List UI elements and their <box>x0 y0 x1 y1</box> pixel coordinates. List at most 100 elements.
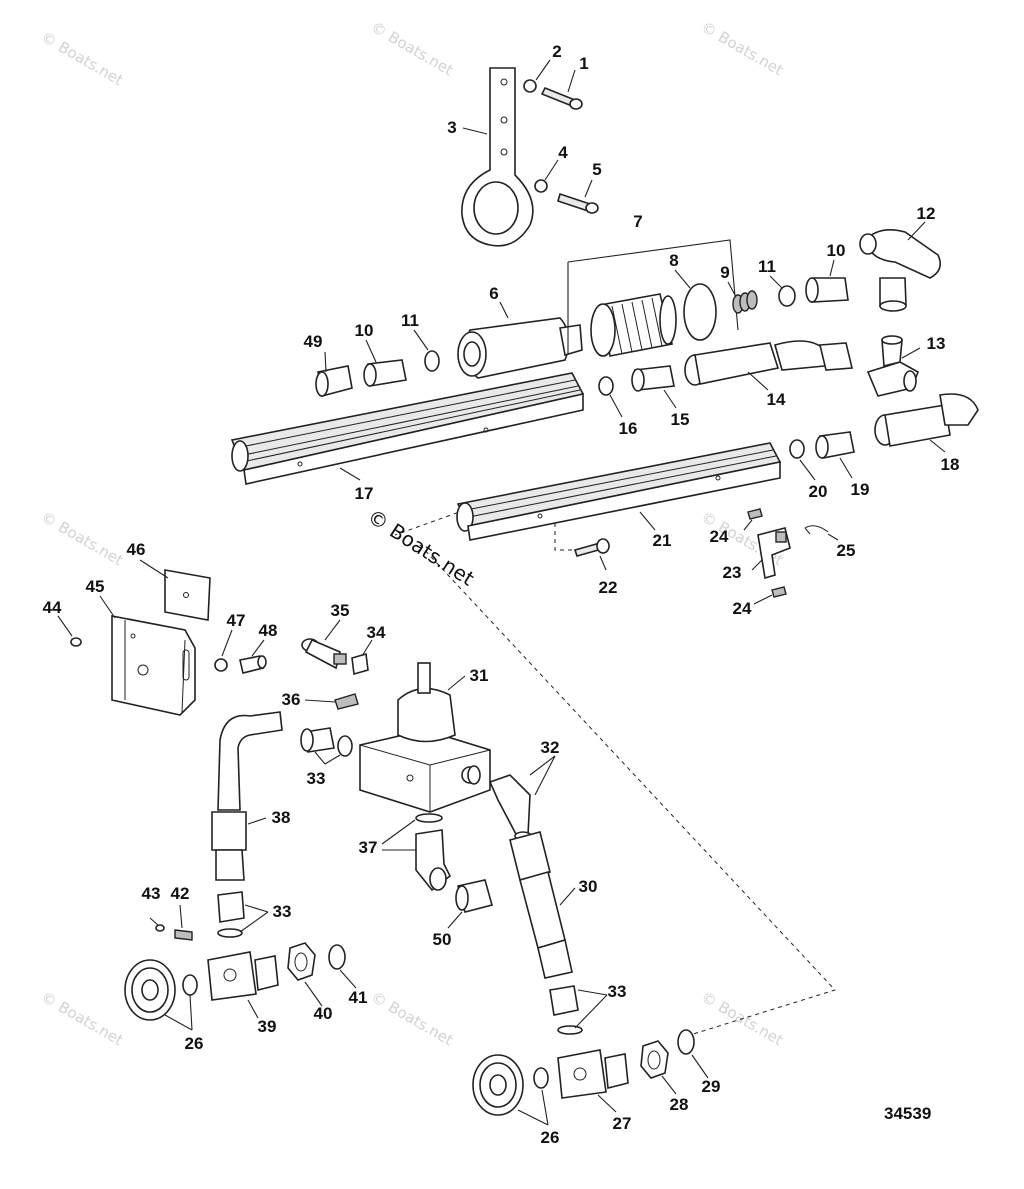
watermark: © Boats.net <box>368 988 456 1049</box>
bolt-part-22 <box>573 538 610 557</box>
washer-part-4 <box>534 179 548 193</box>
callout-1: 1 <box>579 54 588 73</box>
watermark: © Boats.net <box>38 508 126 569</box>
callout-23: 23 <box>723 563 742 582</box>
bolt-part-5 <box>557 192 599 214</box>
callout-11-upper: 11 <box>758 257 776 276</box>
callout-4: 4 <box>558 143 568 162</box>
callout-47: 47 <box>227 611 246 630</box>
callout-39: 39 <box>258 1017 277 1036</box>
fuel-line-part-14 <box>684 340 853 386</box>
plate-part-46 <box>164 569 211 621</box>
fitting-part-10-upper <box>805 277 849 303</box>
fitting-part-33-right <box>549 985 583 1035</box>
fitting-part-34 <box>351 652 369 676</box>
elbow-fitting-part-32 <box>467 765 532 841</box>
callout-33-right: 33 <box>608 982 627 1001</box>
watermark: © Boats.net <box>38 988 126 1049</box>
nut-part-44 <box>70 637 82 647</box>
callout-29: 29 <box>702 1077 721 1096</box>
callout-50: 50 <box>433 930 452 949</box>
callout-3: 3 <box>447 118 456 137</box>
plug-part-43 <box>155 924 165 932</box>
tee-block-part-27 <box>557 1049 629 1099</box>
nut-part-28 <box>640 1040 669 1079</box>
tee-block-part-39 <box>207 951 279 1001</box>
fitting-part-33-left <box>217 891 245 938</box>
o-ring-part-8 <box>683 283 717 341</box>
elbow-fitting-part-37 <box>415 813 452 892</box>
callout-32: 32 <box>541 738 560 757</box>
callout-28: 28 <box>670 1095 689 1114</box>
fitting-part-36 <box>334 693 359 710</box>
callout-49: 49 <box>304 332 323 351</box>
callout-26-left: 26 <box>185 1034 204 1053</box>
fuel-tube-part-30 <box>509 831 573 979</box>
callout-40: 40 <box>314 1004 333 1023</box>
callout-11-left: 11 <box>401 311 419 330</box>
callout-13: 13 <box>927 334 946 353</box>
callout-16: 16 <box>619 419 638 438</box>
callout-20: 20 <box>809 482 828 501</box>
o-ring-part-16 <box>598 376 614 396</box>
bracket-part-3 <box>461 67 534 247</box>
callout-33-left: 33 <box>273 902 292 921</box>
pin-part-24-upper <box>747 508 763 520</box>
watermark: © Boats.net <box>38 28 126 89</box>
callout-45: 45 <box>86 577 105 596</box>
callout-38: 38 <box>272 808 291 827</box>
fitting-part-33-upper <box>300 727 353 757</box>
elbow-fitting-part-12 <box>859 229 941 312</box>
washer-part-2 <box>523 79 537 93</box>
spring-part-9 <box>732 290 758 314</box>
callout-36: 36 <box>282 690 301 709</box>
callout-44: 44 <box>43 598 62 617</box>
callout-10-left: 10 <box>355 321 374 340</box>
o-ring-part-11-left <box>424 350 440 372</box>
callout-48: 48 <box>259 621 278 640</box>
cap-part-50 <box>455 879 493 913</box>
fitting-part-42 <box>174 929 193 941</box>
diagram-number: 34539 <box>884 1104 931 1123</box>
fitting-part-10-left <box>363 359 407 387</box>
callout-30: 30 <box>579 877 598 896</box>
callout-21: 21 <box>653 531 672 550</box>
callout-46: 46 <box>127 540 146 559</box>
nut-part-40 <box>287 942 316 981</box>
callout-33-upper: 33 <box>307 769 326 788</box>
callout-19: 19 <box>851 480 870 499</box>
callout-2: 2 <box>552 42 561 61</box>
fuel-rail-part-17 <box>230 372 585 485</box>
fitting-part-15 <box>631 365 675 392</box>
cap-part-49 <box>315 365 353 397</box>
assembly-dashed-lines <box>394 509 836 1036</box>
fuel-line-part-18 <box>874 393 979 447</box>
fuel-hose-part-38 <box>211 711 283 881</box>
callout-42: 42 <box>171 884 190 903</box>
pressure-regulator-part-31 <box>359 662 491 813</box>
callout-35: 35 <box>331 601 350 620</box>
callout-7: 7 <box>633 212 642 231</box>
plug-part-26-right <box>472 1054 549 1116</box>
bracket-part-45 <box>111 615 196 716</box>
callout-43: 43 <box>142 884 161 903</box>
callouts: 1 2 3 4 5 6 7 8 9 10 10 11 11 12 13 14 1… <box>43 42 960 1147</box>
leader-lines <box>57 59 946 1126</box>
callout-15: 15 <box>671 410 690 429</box>
washer-part-47 <box>214 658 228 672</box>
callout-17: 17 <box>355 484 374 503</box>
sensor-part-35 <box>301 638 347 670</box>
pin-part-24-lower <box>771 586 787 598</box>
o-ring-part-20 <box>789 439 805 459</box>
o-ring-part-11-upper <box>778 285 796 307</box>
callout-18: 18 <box>941 455 960 474</box>
callout-8: 8 <box>669 251 678 270</box>
callout-22: 22 <box>599 578 618 597</box>
callout-9: 9 <box>720 263 729 282</box>
plug-part-26-left <box>124 959 198 1021</box>
callout-34: 34 <box>367 623 386 642</box>
screw-part-48 <box>239 655 267 674</box>
o-ring-part-29 <box>677 1029 695 1055</box>
watermark: © Boats.net <box>698 18 786 79</box>
